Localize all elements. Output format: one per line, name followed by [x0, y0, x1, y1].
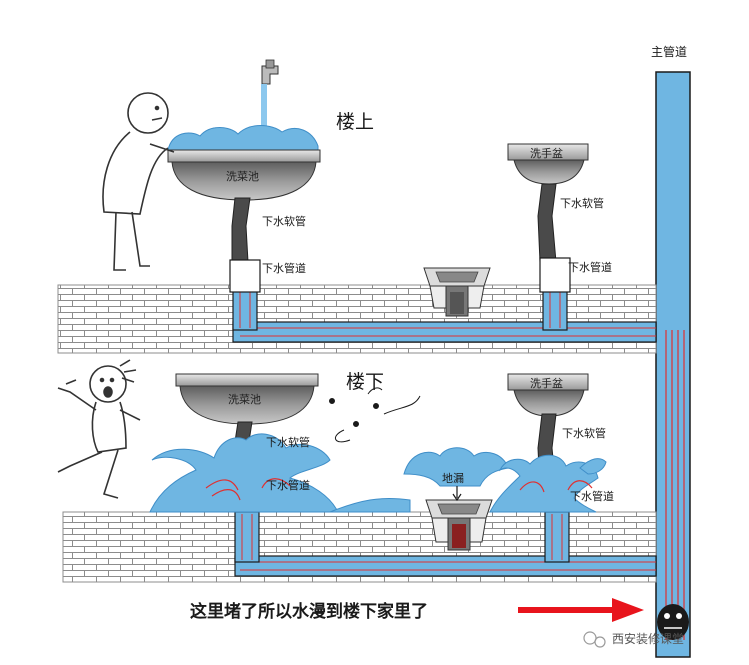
upper-right-sink-label: 洗手盆 — [530, 146, 563, 160]
flood-water — [149, 433, 607, 513]
upper-wash-basin — [507, 143, 589, 293]
watermark-logo — [583, 631, 606, 648]
flies-icon — [329, 387, 421, 443]
downstairs-floor-label: 楼下 — [346, 371, 384, 393]
floor-drain-label: 地漏 — [442, 472, 464, 485]
upper-left-drain-label: 下水管道 — [262, 261, 306, 275]
upper-right-hose-label: 下水软管 — [560, 196, 604, 210]
lower-right-hose-label: 下水软管 — [562, 426, 606, 440]
red-arrow-icon — [518, 598, 644, 622]
lower-floor-drain — [425, 499, 493, 551]
upper-floor-slab — [57, 284, 657, 354]
lower-floor-slab — [62, 511, 657, 583]
lower-left-hose-label: 下水软管 — [266, 435, 310, 449]
lower-right-sink-label: 洗手盆 — [530, 376, 563, 390]
upstairs-floor-label: 楼上 — [336, 111, 374, 133]
upper-person-figure — [102, 92, 175, 271]
lower-left-drain-label: 下水管道 — [266, 478, 310, 492]
main-pipe — [655, 71, 691, 658]
upper-right-drain-label: 下水管道 — [568, 260, 612, 274]
floor-drain-arrow — [452, 486, 462, 502]
lower-leak-pipes — [205, 478, 593, 501]
lower-person-figure — [57, 359, 141, 499]
upper-left-hose-label: 下水软管 — [262, 214, 306, 228]
blockage-caption: 这里堵了所以水漫到楼下家里了 — [190, 601, 428, 622]
lower-right-drain-label: 下水管道 — [570, 489, 614, 503]
upper-floor-drain — [423, 267, 491, 317]
lower-left-sink-label: 洗菜池 — [228, 393, 261, 406]
upper-kitchen-sink — [167, 59, 321, 293]
clog-blockage-icon — [657, 604, 689, 640]
upper-left-sink-label: 洗菜池 — [226, 170, 259, 183]
main-pipe-label: 主管道 — [651, 44, 687, 59]
watermark-text: 西安装修课堂 — [612, 631, 684, 646]
